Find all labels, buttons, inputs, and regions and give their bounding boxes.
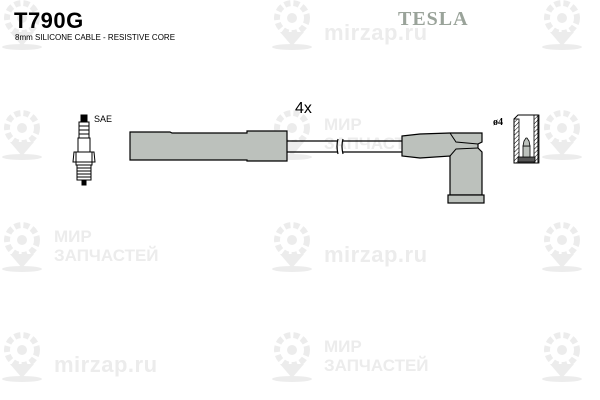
cable-icon bbox=[287, 138, 403, 155]
straight-boot-icon bbox=[129, 130, 288, 162]
spark-plug-label: SAE bbox=[94, 114, 113, 124]
spark-plug-icon bbox=[72, 114, 96, 186]
terminal-diameter-label: ø4 bbox=[493, 117, 503, 128]
cable-description: 8mm SILICONE CABLE - RESISTIVE CORE bbox=[15, 33, 176, 42]
quantity-label: 4x bbox=[295, 100, 312, 117]
terminal-detail-icon bbox=[513, 114, 540, 164]
part-number: T790G bbox=[14, 8, 84, 33]
brand-logo: TESLA bbox=[398, 8, 469, 30]
angled-boot-icon bbox=[401, 132, 485, 204]
